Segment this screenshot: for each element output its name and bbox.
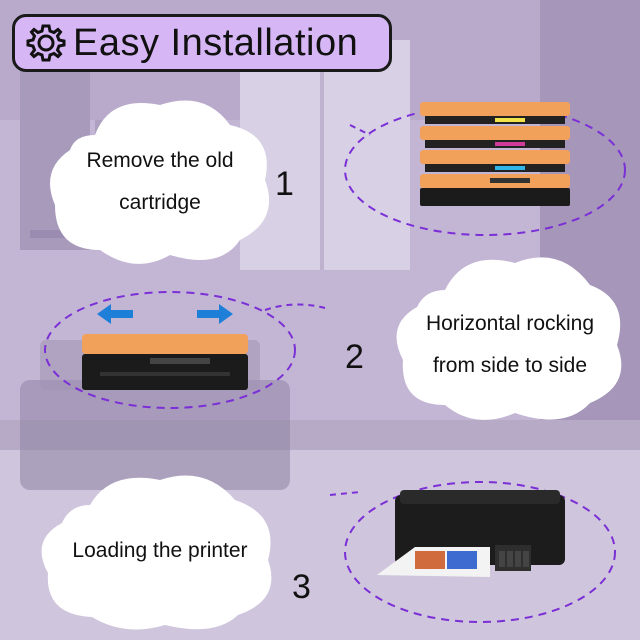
cartridge-black	[420, 174, 570, 206]
step2-line1: Horizontal rocking	[425, 312, 595, 335]
step2-cloud	[396, 257, 622, 420]
gear-icon	[26, 24, 66, 62]
step3-text: Loading the printer	[45, 530, 275, 572]
step1-number: 1	[275, 165, 294, 203]
step1-line2: cartridge	[119, 191, 201, 214]
step1-text: Remove the old cartridge	[60, 140, 260, 224]
step2-dashed-outline	[44, 291, 326, 409]
step2-number: 2	[345, 338, 364, 376]
single-cartridge-image	[82, 334, 248, 390]
title-banner: Easy Installation	[12, 14, 392, 72]
cartridge-magenta	[420, 126, 570, 148]
step1-line1: Remove the old	[86, 149, 234, 172]
step3-number: 3	[292, 568, 311, 606]
step3-line1: Loading the printer	[72, 539, 248, 562]
step3-cloud	[41, 475, 272, 630]
printer-image	[377, 490, 565, 577]
cartridge-cyan	[420, 150, 570, 172]
page-title: Easy Installation	[73, 21, 359, 64]
step2-text: Horizontal rocking from side to side	[400, 303, 620, 387]
step1-dashed-outline	[344, 104, 626, 236]
step2-line2: from side to side	[432, 354, 588, 377]
arrow-left-icon	[97, 304, 133, 324]
cartridge-stack-image	[420, 102, 570, 206]
arrow-right-icon	[197, 304, 233, 324]
step3-dashed-outline	[329, 481, 616, 623]
step1-cloud	[50, 100, 270, 264]
cartridge-yellow	[420, 102, 570, 124]
